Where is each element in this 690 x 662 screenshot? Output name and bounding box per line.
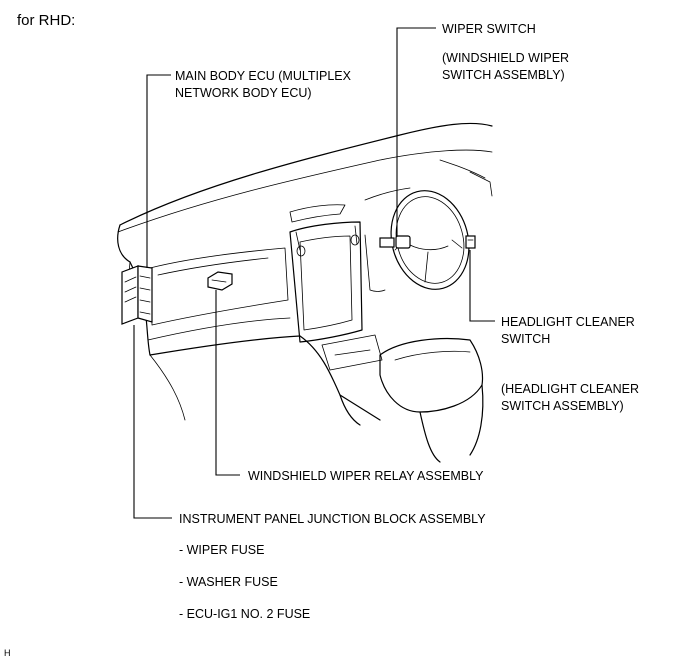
label-wiper-switch: WIPER SWITCH (442, 22, 536, 36)
label-main-body-ecu: MAIN BODY ECU (MULTIPLEX NETWORK BODY EC… (175, 69, 351, 100)
label-wiper-switch-assembly: (WINDSHIELD WIPER SWITCH ASSEMBLY) (442, 51, 570, 82)
instrument-panel-outline (117, 122, 493, 463)
fuse-item: - WIPER FUSE (179, 543, 265, 557)
label-headlight-cleaner-switch-assembly: (HEADLIGHT CLEANER SWITCH ASSEMBLY) (501, 382, 639, 413)
label-headlight-cleaner-switch: HEADLIGHT CLEANER SWITCH (501, 315, 635, 346)
steering-wheel (390, 190, 470, 290)
section-header: for RHD: (17, 12, 76, 29)
figure-code: H (4, 648, 11, 658)
leader-wiper-relay (215, 290, 240, 476)
junction-block-ecu-part (121, 265, 153, 325)
leader-junction-block (133, 325, 172, 519)
headlight-cleaner-switch-part (465, 235, 476, 249)
label-junction-block: INSTRUMENT PANEL JUNCTION BLOCK ASSEMBLY (179, 512, 486, 526)
leader-headlight-cleaner (469, 250, 495, 322)
fuse-item: - ECU-IG1 NO. 2 FUSE (179, 607, 311, 621)
leader-wiper-switch (396, 27, 436, 236)
wiper-relay-part (207, 271, 233, 291)
label-windshield-wiper-relay: WINDSHIELD WIPER RELAY ASSEMBLY (248, 469, 484, 483)
fuse-item: - WASHER FUSE (179, 575, 278, 589)
wiper-switch-part (379, 235, 411, 249)
leader-main-body-ecu (146, 74, 171, 268)
